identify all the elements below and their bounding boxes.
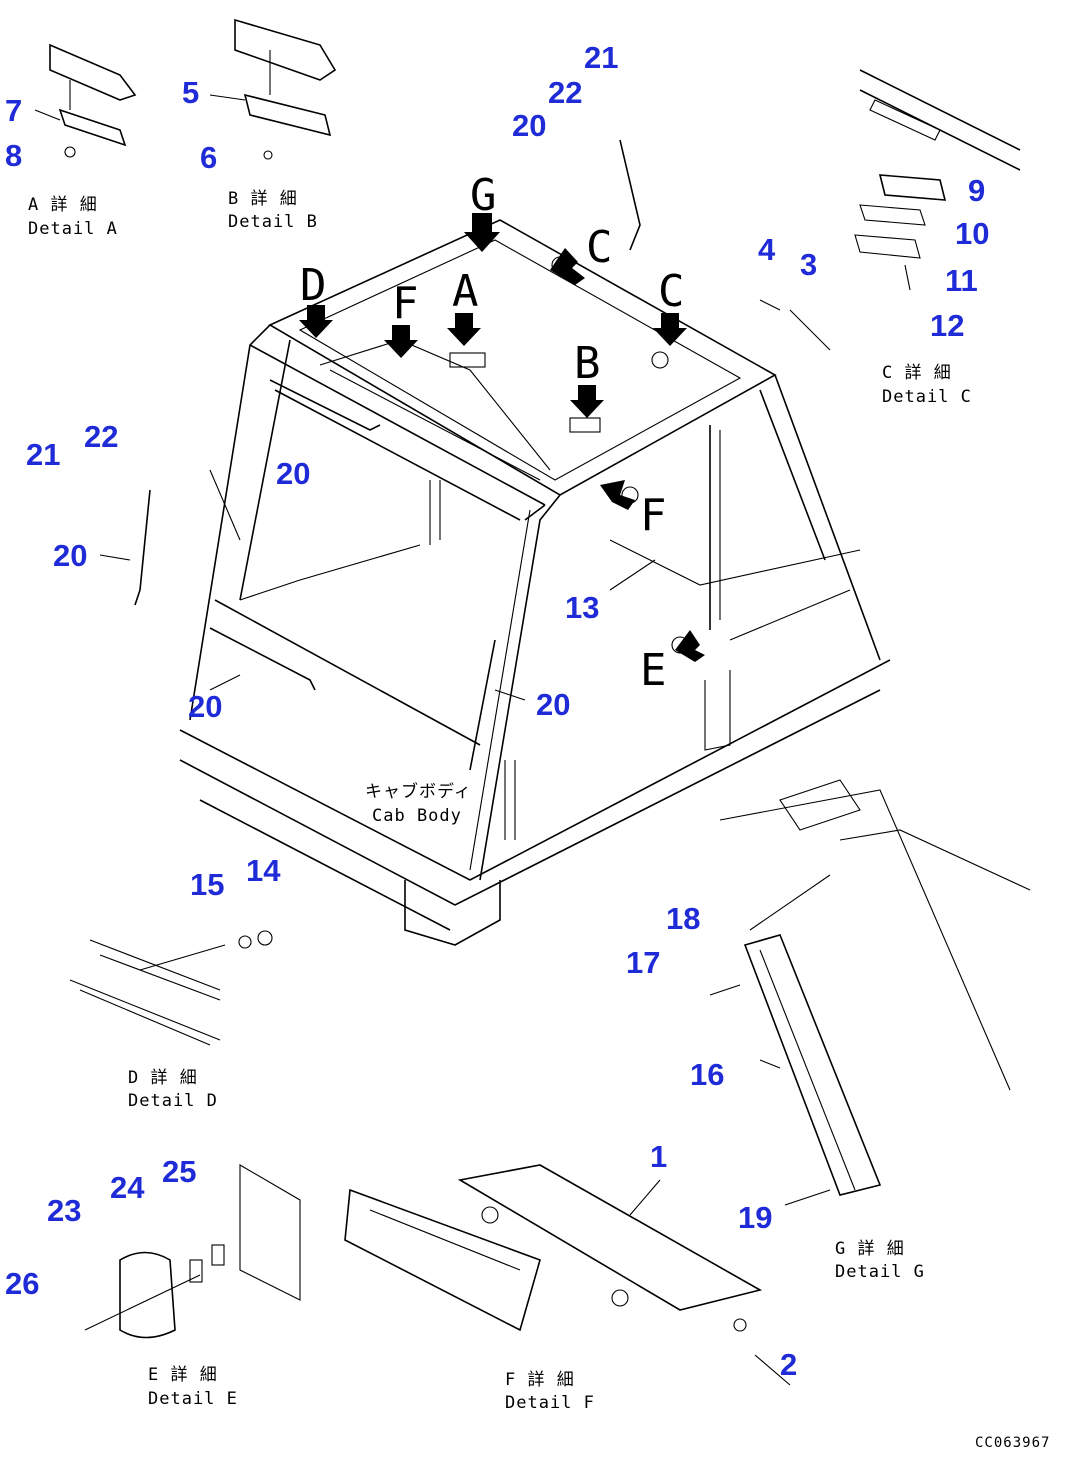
callout-numbers: 1 2 3 4 5 6 7 8 9 10 11 12 13 14 15 16 1…: [5, 40, 989, 1382]
view-letter: E: [640, 645, 667, 696]
detail-f-caption-jp: F 詳 細: [505, 1370, 575, 1390]
callout-16: 16: [690, 1057, 724, 1092]
detail-b-drawing: [234, 18, 337, 160]
arrow-c-right: [653, 313, 687, 346]
callout-3: 3: [800, 247, 817, 282]
cab-body-label-en: Cab Body: [372, 806, 462, 826]
callout-5: 5: [182, 75, 199, 110]
view-arrows: [299, 213, 705, 662]
detail-g-caption-en: Detail G: [835, 1262, 925, 1282]
leader-lines: [34, 94, 831, 1386]
detail-a-drawing: [49, 43, 137, 158]
detail-c-drawing: [759, 69, 1021, 351]
cab-body-label-jp: キャブボディ: [365, 781, 472, 802]
detail-e-drawing: [84, 1164, 301, 1339]
view-letter: F: [392, 278, 419, 329]
arrow-a: [447, 313, 481, 346]
detail-d-caption-jp: D 詳 細: [128, 1068, 198, 1088]
detail-a-caption-jp: A 詳 細: [28, 195, 98, 215]
callout-2: 2: [780, 1347, 797, 1382]
callout-22: 22: [84, 419, 118, 454]
detail-f-drawing: [344, 1164, 763, 1332]
callout-6: 6: [200, 140, 217, 175]
detail-f-caption-en: Detail F: [505, 1393, 595, 1413]
arrow-c-left: [550, 248, 585, 285]
callout-17: 17: [626, 945, 660, 980]
callout-12: 12: [930, 308, 964, 343]
callout-22: 22: [548, 75, 582, 110]
arrow-f: [384, 325, 418, 358]
callout-8: 8: [5, 138, 22, 173]
detail-b-caption-jp: B 詳 細: [228, 189, 298, 209]
view-letter: B: [574, 338, 601, 389]
arrow-b: [570, 385, 604, 418]
view-letter: F: [640, 490, 667, 541]
detail-c-caption-jp: C 詳 細: [882, 363, 952, 383]
callout-19: 19: [738, 1200, 772, 1235]
detail-a-caption-en: Detail A: [28, 219, 118, 239]
detail-d-drawing: [69, 930, 273, 1046]
callout-14: 14: [246, 853, 281, 888]
callout-7: 7: [5, 93, 22, 128]
callout-1: 1: [650, 1139, 667, 1174]
view-letter: C: [586, 222, 613, 273]
callout-13: 13: [565, 590, 599, 625]
callout-4: 4: [758, 232, 776, 267]
callout-20: 20: [53, 538, 87, 573]
callout-26: 26: [5, 1266, 39, 1301]
drawing-code: CC063967: [975, 1435, 1050, 1451]
detail-e-caption-en: Detail E: [148, 1389, 238, 1409]
view-letter: G: [470, 170, 497, 221]
view-letter-labels: G D F A C C B F E: [300, 170, 685, 696]
detail-e-caption-jp: E 詳 細: [148, 1365, 218, 1385]
callout-20: 20: [536, 687, 570, 722]
arrow-f-side: [600, 480, 635, 510]
callout-21: 21: [26, 437, 60, 472]
detail-g-caption-jp: G 詳 細: [835, 1239, 905, 1259]
detail-d-caption-en: Detail D: [128, 1091, 218, 1111]
arrow-d: [299, 305, 333, 338]
view-letter: D: [300, 260, 327, 311]
view-letter: A: [452, 266, 479, 317]
callout-25: 25: [162, 1154, 196, 1189]
detail-b-caption-en: Detail B: [228, 212, 318, 232]
callout-20: 20: [512, 108, 546, 143]
callout-23: 23: [47, 1193, 81, 1228]
detail-captions: A 詳 細 Detail A B 詳 細 Detail B C 詳 細 Deta…: [28, 189, 972, 1413]
callout-20: 20: [188, 689, 222, 724]
callout-24: 24: [110, 1170, 145, 1205]
detail-c-caption-en: Detail C: [882, 387, 972, 407]
callout-21: 21: [584, 40, 618, 75]
cab-body-drawing: [134, 139, 891, 946]
callout-18: 18: [666, 901, 700, 936]
view-letter: C: [658, 266, 685, 317]
arrow-g: [464, 213, 500, 252]
detail-g-drawing: [709, 779, 1031, 1196]
callout-11: 11: [945, 263, 978, 298]
callout-15: 15: [190, 867, 224, 902]
callout-10: 10: [955, 216, 989, 251]
callout-20: 20: [276, 456, 310, 491]
arrow-e: [675, 630, 705, 662]
callout-9: 9: [968, 173, 985, 208]
